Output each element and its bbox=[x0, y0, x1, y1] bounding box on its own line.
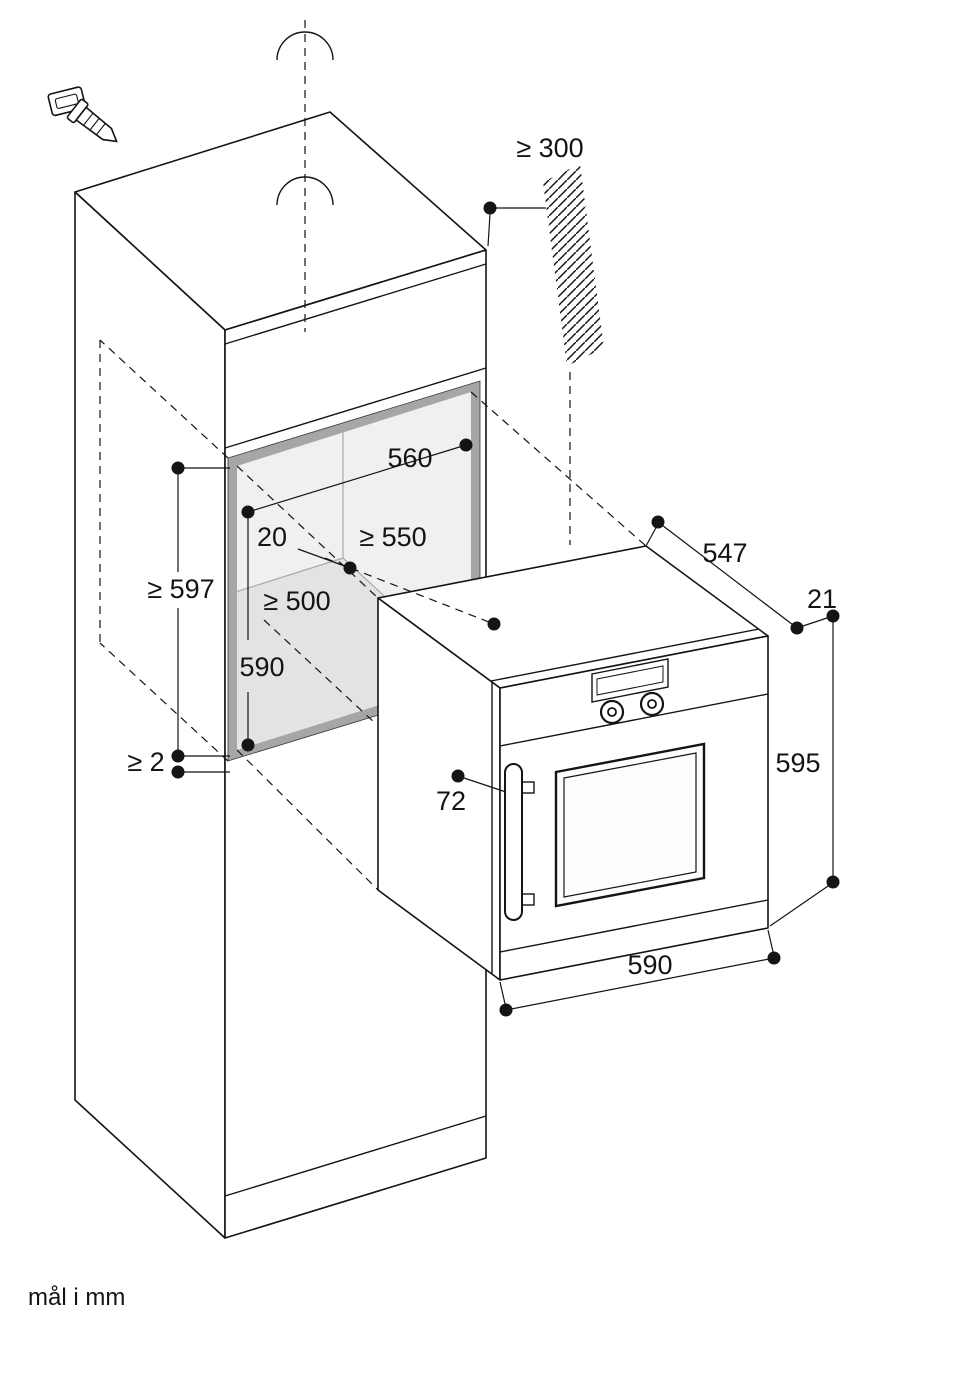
handle-mount bbox=[521, 893, 535, 906]
measure-dot bbox=[459, 438, 473, 452]
oven-knob-center bbox=[607, 707, 617, 717]
measure-dot bbox=[241, 738, 255, 752]
dimension-line bbox=[247, 444, 467, 513]
dim-min-depth: ≥ 500 bbox=[263, 586, 377, 725]
control-panel-line bbox=[499, 693, 769, 747]
dim-oven-width-label: 590 bbox=[627, 950, 672, 980]
dim-min-depth-label: ≥ 500 bbox=[263, 586, 330, 616]
dim-rear-gap: 20 bbox=[257, 522, 357, 575]
units-caption: mål i mm bbox=[28, 1284, 125, 1311]
dim-niche-depth-label: ≥ 550 bbox=[359, 522, 426, 552]
plinth-line bbox=[224, 1115, 487, 1197]
wall-plug bbox=[47, 86, 87, 117]
dim-oven-height: 595 bbox=[769, 616, 840, 927]
dimension-line bbox=[263, 619, 377, 725]
dimension-line bbox=[457, 775, 507, 793]
dim-wall-clearance: ≥ 300 bbox=[483, 133, 584, 247]
oven-knob-center bbox=[647, 699, 657, 709]
measure-dot bbox=[487, 617, 501, 631]
dim-bottom-gap-label: ≥ 2 bbox=[127, 747, 164, 777]
dim-rear-gap-label: 20 bbox=[257, 522, 287, 552]
dim-oven-height-label: 595 bbox=[775, 748, 820, 778]
dim-oven-depth-label: 547 bbox=[702, 538, 747, 568]
dim-bottom-gap: ≥ 2 bbox=[127, 747, 230, 779]
oven-door-window bbox=[554, 742, 706, 908]
break-symbol bbox=[276, 31, 334, 61]
oven-knob bbox=[599, 699, 625, 725]
door-bottom-line bbox=[499, 899, 769, 953]
front-frame-lip-top bbox=[490, 628, 760, 682]
handle-mount bbox=[521, 781, 535, 794]
measure-dot bbox=[767, 951, 781, 965]
projection-line bbox=[470, 391, 647, 547]
dim-niche-height-label: 590 bbox=[239, 652, 284, 682]
measure-dot bbox=[483, 201, 497, 215]
dim-handle-clearance-label: 72 bbox=[436, 786, 466, 816]
wall-plug-inner bbox=[54, 93, 79, 109]
measure-dot bbox=[171, 461, 185, 475]
dim-front-overhang: 21 bbox=[796, 584, 840, 629]
dim-min-total-height-label: ≥ 597 bbox=[147, 574, 214, 604]
extension-line bbox=[487, 213, 491, 247]
projection-lines bbox=[236, 391, 647, 891]
projection-line bbox=[236, 749, 379, 891]
oven-display bbox=[591, 658, 669, 703]
dim-niche-width-label: 560 bbox=[387, 443, 432, 473]
break-symbol bbox=[276, 176, 334, 206]
cabinet-top-panel-line bbox=[224, 263, 487, 345]
wall-anchor-icon bbox=[47, 86, 118, 143]
wall-section bbox=[543, 164, 604, 545]
oven-display-screen bbox=[596, 665, 664, 696]
screw-thread bbox=[96, 123, 106, 135]
screw-thread bbox=[82, 112, 94, 126]
dimension-line bbox=[657, 521, 798, 629]
projection-line bbox=[236, 465, 379, 599]
dimensions: ≥ 300 560 20 ≥ 550 ≥ 500 590 bbox=[127, 133, 840, 1017]
extension-line bbox=[769, 883, 832, 927]
oven-door-handle bbox=[504, 763, 523, 921]
measure-dot bbox=[451, 769, 465, 783]
measure-dot bbox=[499, 1003, 513, 1017]
drawer-bottom-line bbox=[224, 367, 487, 449]
dim-oven-width: 590 bbox=[499, 929, 781, 1017]
hidden-edge bbox=[99, 339, 229, 459]
wall-hatch bbox=[543, 164, 604, 366]
dimension-line bbox=[505, 957, 775, 1011]
dim-niche-height: 590 bbox=[239, 512, 285, 752]
oven-door-window-inner bbox=[563, 752, 697, 898]
screw-icon bbox=[66, 98, 118, 143]
dim-front-overhang-label: 21 bbox=[807, 584, 837, 614]
oven-knob bbox=[639, 691, 665, 717]
cabinet-left-face bbox=[74, 191, 226, 1239]
hidden-edge bbox=[99, 642, 229, 762]
dim-niche-depth: ≥ 550 bbox=[324, 522, 501, 631]
screw-thread bbox=[89, 117, 100, 131]
measure-dot bbox=[171, 765, 185, 779]
oven bbox=[377, 545, 769, 981]
dim-handle-clearance: 72 bbox=[436, 769, 507, 816]
dimension-line bbox=[324, 557, 495, 625]
measure-dot bbox=[826, 875, 840, 889]
measure-dot bbox=[171, 749, 185, 763]
measure-dot bbox=[651, 515, 665, 529]
screw-shaft bbox=[75, 106, 118, 143]
dim-niche-width: 560 bbox=[241, 438, 473, 519]
measure-dot bbox=[343, 561, 357, 575]
dim-wall-clearance-label: ≥ 300 bbox=[516, 133, 583, 163]
dim-min-total-height: ≥ 597 bbox=[147, 461, 230, 763]
dim-oven-depth: 547 bbox=[645, 515, 804, 635]
